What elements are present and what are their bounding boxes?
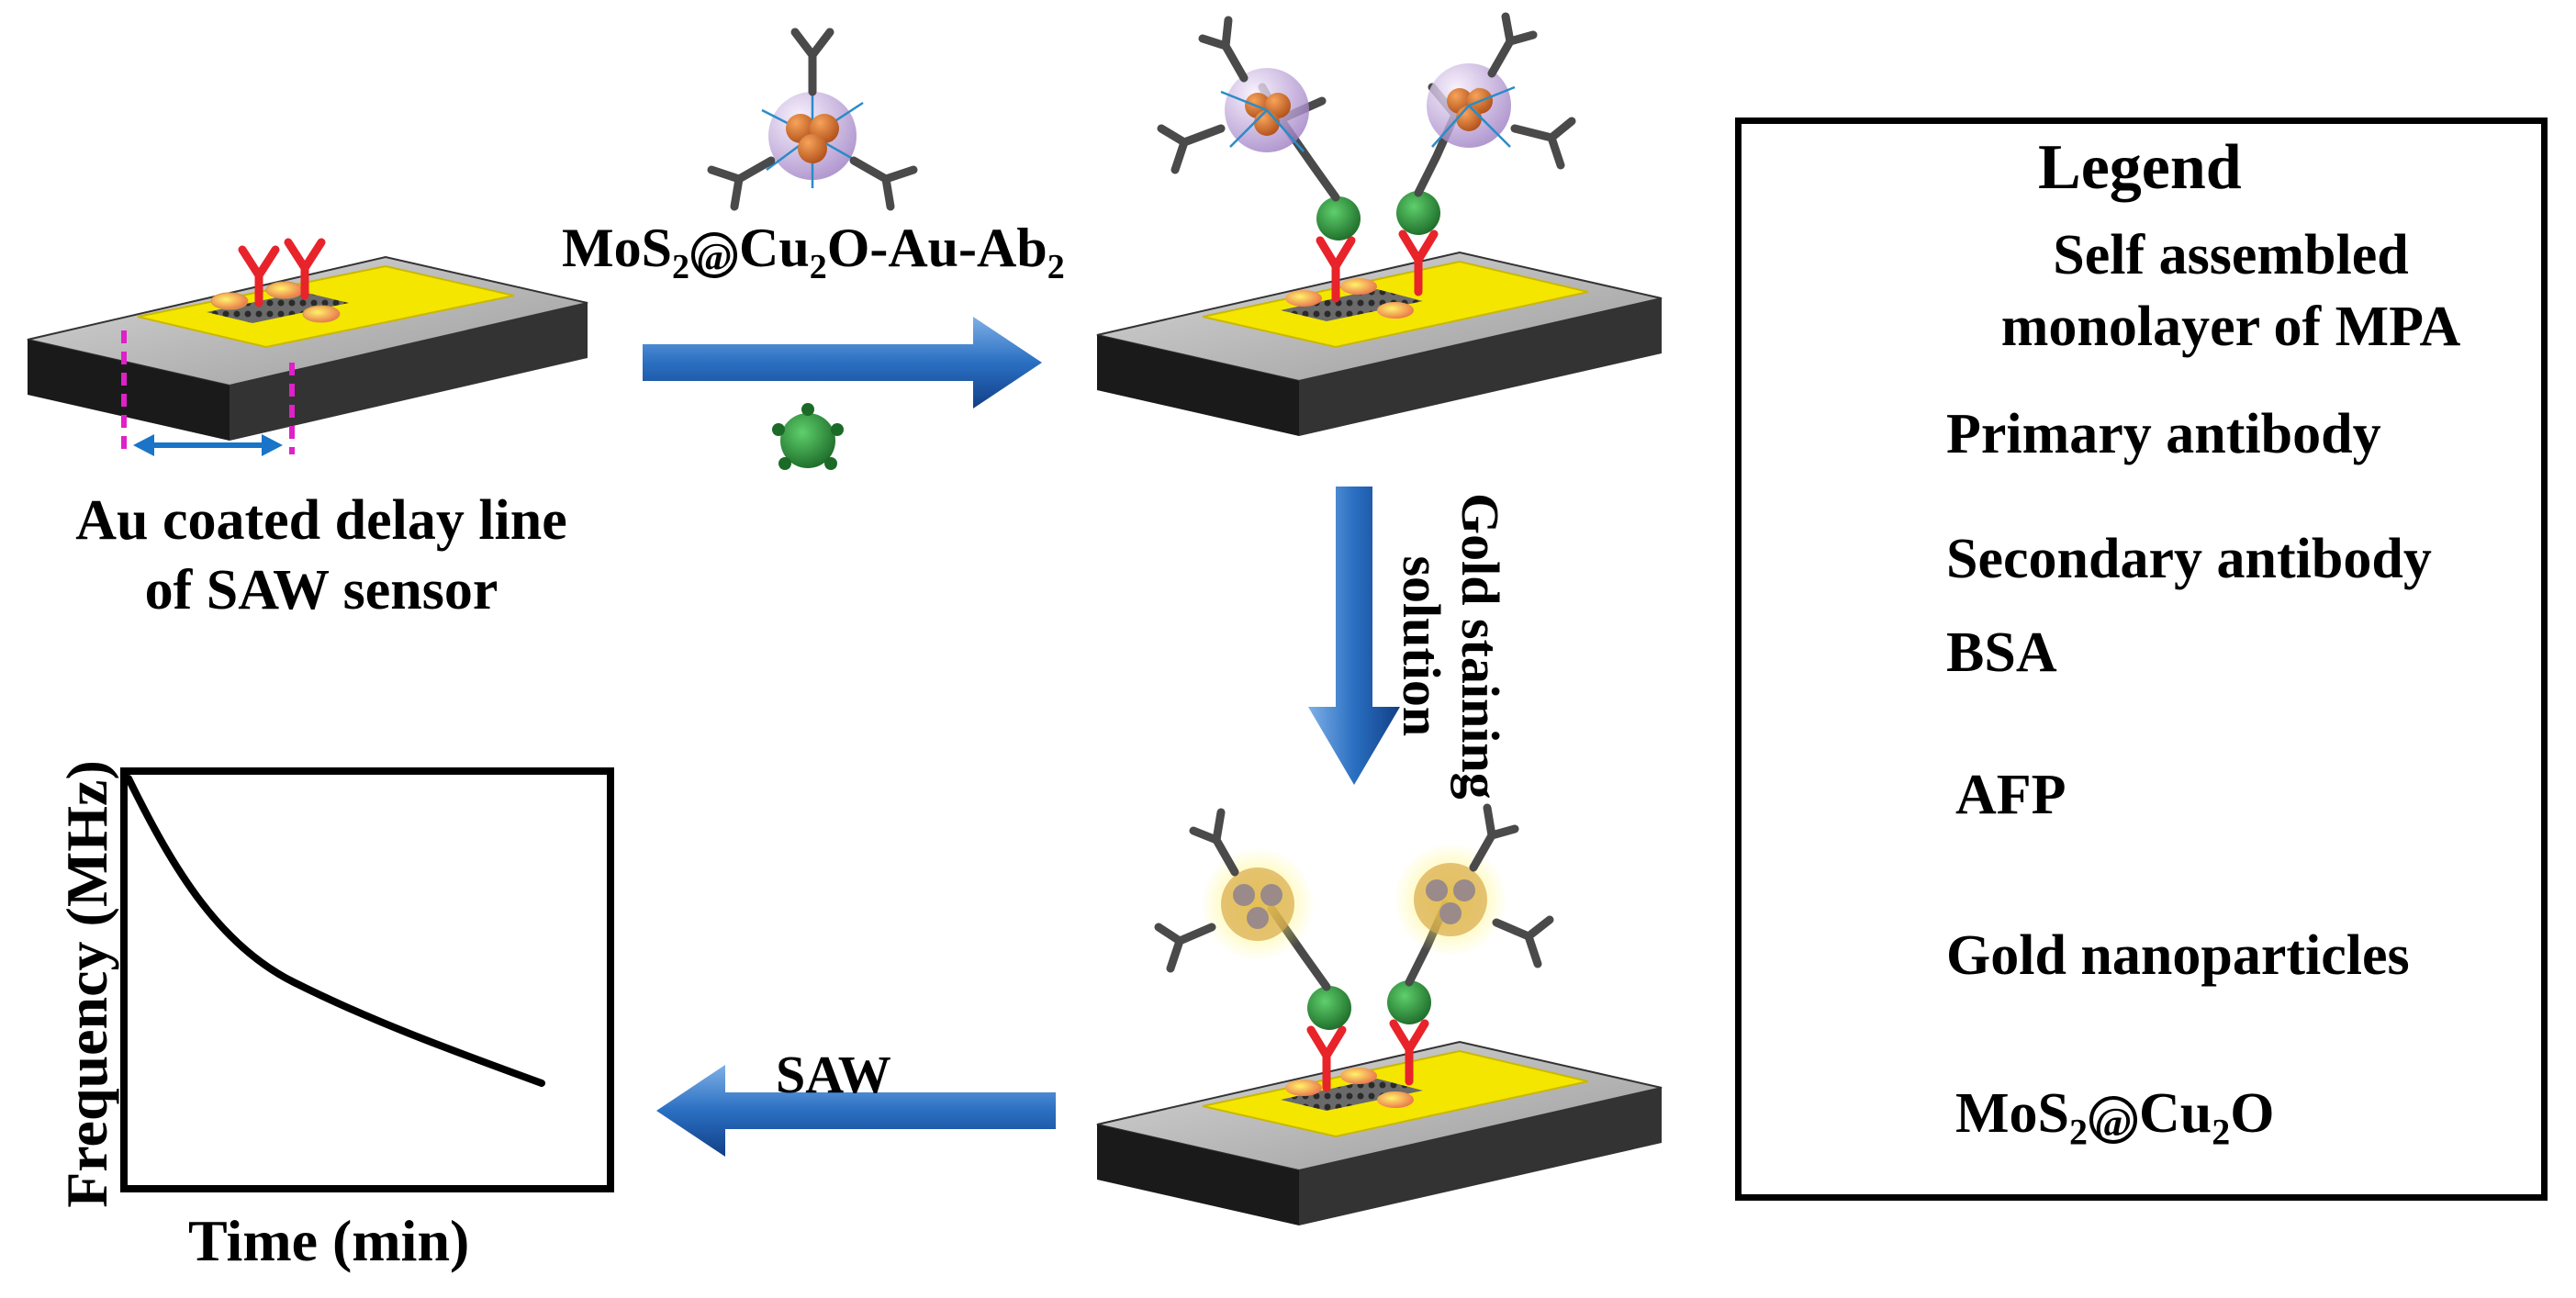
frequency-plot [120,767,614,1192]
bsa-blocking [210,281,341,323]
arrow-step2 [1308,487,1400,785]
sensor-chip-initial [27,238,588,456]
legend-primary-label: Primary antibody [1946,403,2381,465]
sensor-label: Au coated delay line of SAW sensor [18,487,624,625]
sensor-label-line2: of SAW sensor [144,558,498,621]
frequency-curve [125,775,545,1087]
arrow-step3 [656,1065,1056,1157]
primary-antibodies [238,238,326,308]
legend-box [1735,117,2548,1201]
delay-line-markers [121,330,295,456]
legend-bsa-label: BSA [1946,621,2057,684]
afp-step1 [772,403,844,470]
stain-label: Gold staining solution [1392,408,1510,885]
legend-gold-label: Gold nanoparticles [1946,924,2410,987]
arrow-step1 [643,317,1042,408]
legend-sam-label: Self assembled monolayer of MPA [2000,224,2461,358]
stain-label-line2: solution [1392,555,1451,737]
sam-monolayer [207,292,349,323]
reagent-cluster [707,28,918,211]
graph-xlabel: Time (min) [188,1208,470,1273]
legend-title: Legend [2038,132,2242,203]
sensor-chip-sandwich [1096,12,1663,436]
legend-secondary-label: Secondary antibody [1946,528,2432,590]
graph-ylabel: Frequency (MHz) [54,760,119,1208]
reagent-label: MoS2@Cu2O-Au-Ab2 [562,218,1065,286]
stain-label-line1: Gold staining [1450,492,1510,800]
saw-label: SAW [776,1045,891,1104]
sensor-label-line1: Au coated delay line [75,489,567,552]
legend-afp-label: AFP [1955,764,2066,826]
sensor-chip-stained [1096,803,1663,1225]
legend-composite-label: MoS2@Cu2O [1955,1082,2275,1153]
